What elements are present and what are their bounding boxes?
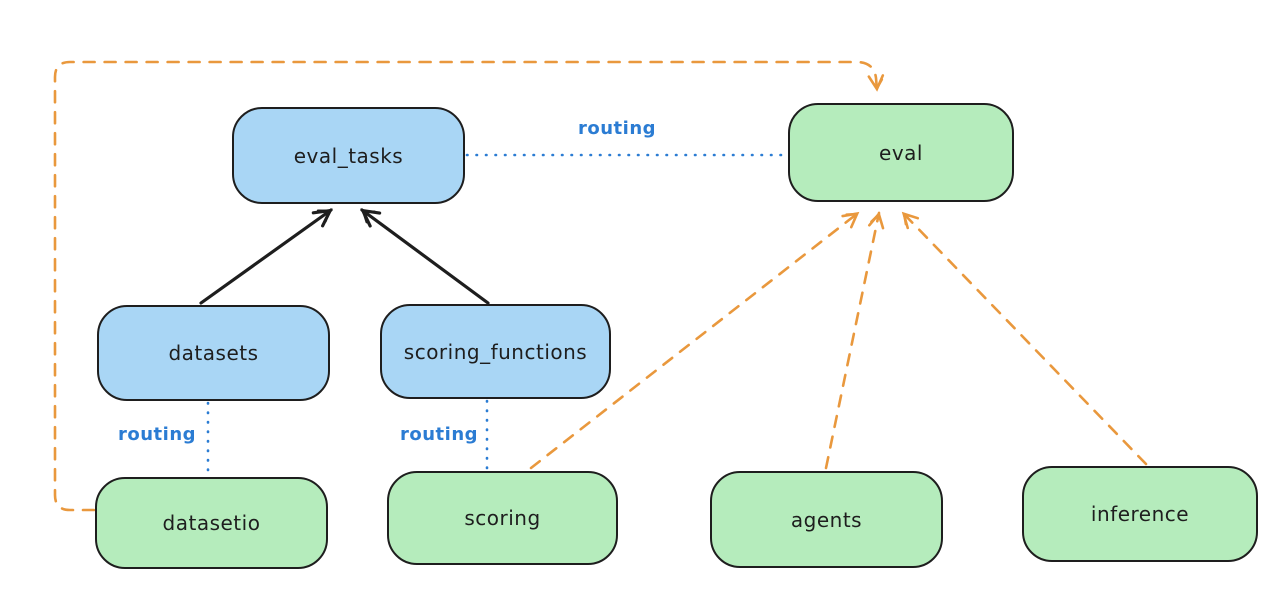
node-datasetio-label: datasetio — [162, 511, 261, 535]
node-datasets-label: datasets — [168, 341, 259, 365]
node-datasetio: datasetio — [95, 477, 328, 569]
node-scoring: scoring — [387, 471, 618, 565]
node-eval-label: eval — [879, 140, 923, 165]
edge-inference-to-eval — [901, 211, 1148, 466]
node-eval-tasks-label: eval_tasks — [293, 143, 404, 168]
edge-agents-to-eval — [824, 211, 885, 470]
node-scoring-functions-label: scoring_functions — [403, 339, 588, 364]
node-scoring-label: scoring — [464, 506, 541, 530]
edge-datasets-to-eval-tasks — [199, 208, 333, 305]
edge-label-routing-scoring-functions-scoring: routing — [400, 424, 479, 445]
node-scoring-functions: scoring_functions — [380, 304, 611, 399]
node-eval-tasks: eval_tasks — [232, 107, 465, 204]
node-inference: inference — [1022, 466, 1258, 562]
edge-scoring-functions-to-eval-tasks — [360, 208, 490, 305]
node-agents: agents — [710, 471, 943, 568]
edge-label-routing-datasets-datasetio: routing — [118, 424, 197, 445]
node-datasets: datasets — [97, 305, 330, 401]
edge-label-routing-eval-tasks-eval: routing — [578, 118, 657, 139]
node-eval: eval — [788, 103, 1014, 202]
node-inference-label: inference — [1090, 502, 1190, 526]
node-agents-label: agents — [790, 507, 863, 532]
